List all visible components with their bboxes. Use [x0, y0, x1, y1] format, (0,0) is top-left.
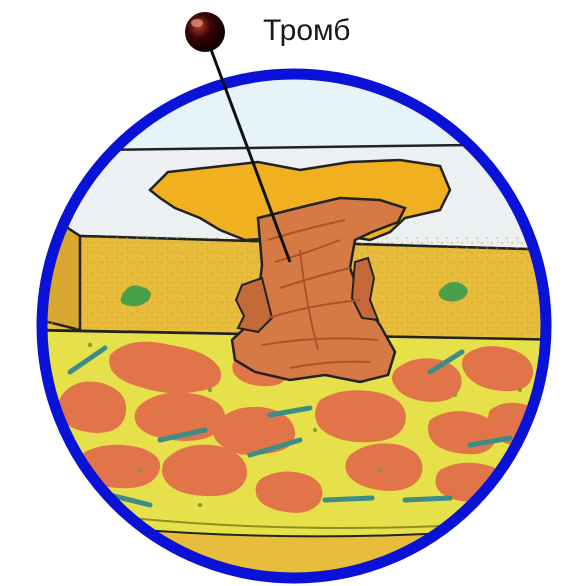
blood-cell	[315, 390, 406, 442]
fiber	[325, 498, 372, 500]
magnified-view	[0, 60, 588, 586]
pin-highlight	[191, 19, 203, 27]
thrombus-label: Тромб	[263, 14, 350, 47]
pin-head	[185, 12, 225, 52]
fiber	[405, 498, 450, 500]
